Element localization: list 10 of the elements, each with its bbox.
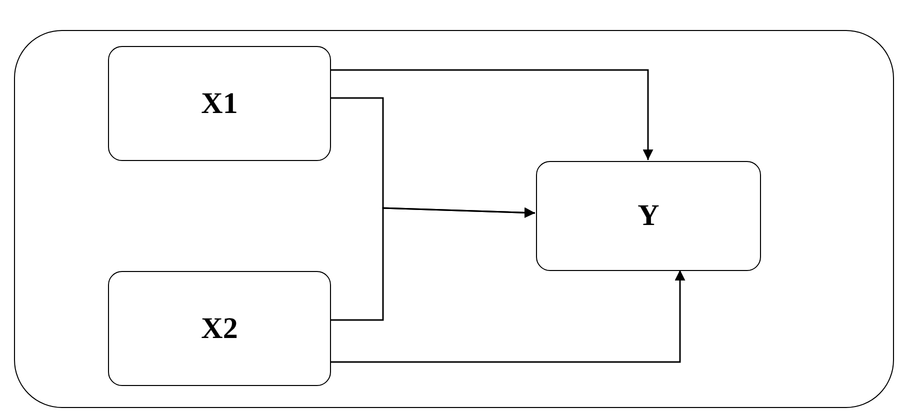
- frame-box: [14, 30, 894, 408]
- arrow: [330, 69, 654, 160]
- process-box: [108, 271, 331, 386]
- arrow: [330, 270, 686, 363]
- process-box: [536, 161, 761, 271]
- arrow: [330, 207, 536, 321]
- node-label: Y: [638, 201, 660, 231]
- node-label: X2: [201, 314, 238, 344]
- process-box: [108, 46, 331, 161]
- node-label: X1: [201, 88, 238, 118]
